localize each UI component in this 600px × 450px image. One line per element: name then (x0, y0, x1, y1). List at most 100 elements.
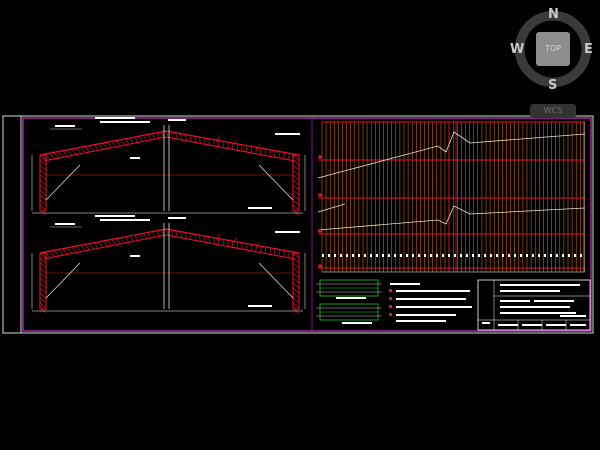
rafter-lacing (287, 153, 290, 160)
viewcube-navigator[interactable]: N S W E TOP (508, 6, 600, 92)
rafter-lacing (39, 154, 47, 161)
rafter-lacing (278, 151, 281, 159)
rafter-lacing (217, 140, 220, 147)
rafter-lacing (48, 251, 56, 258)
tick-mark (382, 254, 384, 257)
slope-line (317, 203, 346, 213)
column-lacing (39, 159, 47, 166)
knee-brace (258, 262, 294, 299)
rafter-lacing (175, 230, 178, 238)
column-lacing (39, 209, 47, 216)
rafter-lacing (273, 150, 276, 158)
column-lacing (39, 297, 47, 304)
rafter-lacing (102, 240, 108, 247)
rafter-lacing (170, 229, 174, 237)
annotation-bar (55, 125, 75, 127)
annotation-bar (336, 297, 366, 299)
column-lacing (292, 262, 300, 269)
tick-mark (364, 254, 366, 257)
annotation-bar (342, 322, 372, 324)
note-bullet (389, 297, 392, 300)
rafter-lacing (138, 135, 143, 142)
axis-bubble (318, 193, 322, 197)
rafter-lacing (98, 143, 104, 150)
rafter-lacing (116, 238, 121, 245)
rafter-lacing (208, 236, 211, 244)
knee-brace (258, 164, 294, 201)
rafter-lacing (125, 236, 130, 243)
rafter-lacing (170, 131, 174, 139)
rafter-lacing (203, 235, 206, 243)
tick-mark (400, 254, 402, 257)
note-line (390, 283, 420, 285)
rafter-lacing (152, 133, 156, 140)
rafter-lacing (161, 229, 165, 236)
tick-mark (538, 254, 540, 257)
rafter-lacing (138, 233, 143, 240)
tick-mark (346, 254, 348, 257)
tick-mark (580, 254, 582, 257)
tick-mark (562, 254, 564, 257)
compass-east[interactable]: E (584, 42, 593, 57)
viewcube-top-face[interactable]: TOP (536, 32, 570, 66)
column-lacing (39, 282, 47, 289)
tick-mark (526, 254, 528, 257)
rafter-lacing (269, 149, 271, 157)
title-block-text (482, 322, 490, 324)
column-lacing (39, 292, 47, 299)
annotation-bar (248, 207, 272, 209)
rafter-lacing (84, 244, 90, 251)
rafter-lacing (273, 248, 276, 256)
rafter-lacing (143, 233, 147, 239)
tick-mark (568, 254, 570, 257)
column-lacing (39, 302, 47, 309)
compass-west[interactable]: W (510, 42, 525, 57)
tick-mark (322, 254, 324, 257)
annotation-bar (100, 219, 150, 221)
title-block-text (500, 312, 576, 314)
annotation-bar (130, 157, 140, 159)
column-lacing (292, 164, 300, 171)
column-lacing (292, 277, 300, 284)
title-block-text (500, 284, 580, 286)
note-bullet (389, 305, 392, 308)
title-block-text (500, 306, 570, 308)
rafter-lacing (264, 148, 267, 156)
annotation-bar (168, 217, 186, 219)
rafter-lacing (179, 133, 183, 141)
rafter-lacing (189, 233, 192, 240)
rafter-lacing (57, 249, 64, 256)
column-lacing (292, 287, 300, 294)
tick-mark (436, 254, 438, 257)
column-lacing (292, 297, 300, 304)
rafter-lacing (260, 148, 262, 155)
portal-frame-elevation-upper (31, 117, 306, 216)
note-bullet (389, 289, 392, 292)
column-lacing (292, 194, 300, 201)
rafter-lacing (111, 141, 117, 148)
note-line (396, 290, 470, 292)
rafter-lacing (57, 151, 64, 158)
tick-mark (376, 254, 378, 257)
tick-mark (394, 254, 396, 257)
compass-ring-icon[interactable] (508, 6, 600, 92)
rafter-lacing (107, 141, 112, 148)
annotation-bar (55, 223, 75, 225)
title-block-text (534, 300, 574, 302)
rafter-lacing (203, 137, 206, 145)
rafter-lacing (93, 242, 99, 249)
title-block-text (522, 324, 542, 326)
rafter-lacing (179, 231, 183, 239)
rafter-lacing (198, 136, 201, 144)
compass-north[interactable]: N (548, 7, 559, 22)
leader-marker (255, 143, 261, 150)
annotation-bar (275, 231, 300, 233)
column-lacing (292, 204, 300, 211)
wcs-menu-button[interactable]: WCS (530, 104, 576, 118)
tick-mark (460, 254, 462, 257)
rafter-bottom-chord (165, 234, 296, 260)
compass-south[interactable]: S (548, 78, 558, 93)
tick-mark (406, 254, 408, 257)
